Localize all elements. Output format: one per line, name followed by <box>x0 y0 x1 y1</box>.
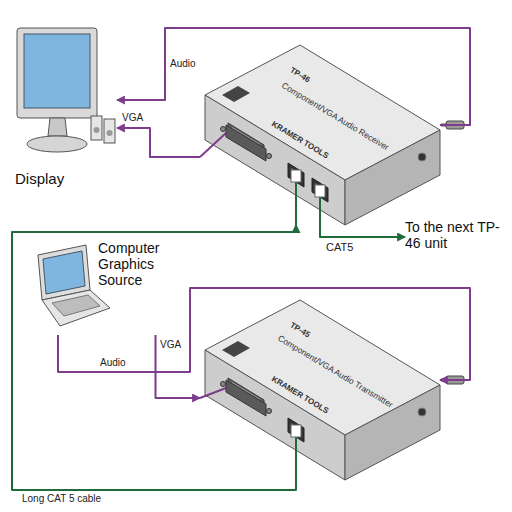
device-box: TP-45Component/VGA Audio TransmitterKRAM… <box>200 300 440 480</box>
node-shape <box>200 45 440 225</box>
audio-jack-plug <box>446 121 464 129</box>
cable-connector <box>156 335 201 398</box>
vga-port <box>228 123 264 157</box>
node-shape <box>200 300 440 480</box>
rj45-port-inner <box>291 168 301 181</box>
device-box: TP-46Component/VGA Audio ReceiverKRAMER … <box>200 45 440 225</box>
laptop-screen <box>43 251 85 294</box>
rj45-port-inner <box>291 423 301 436</box>
audio-jack-tip <box>441 124 446 127</box>
monitor-screen <box>24 34 90 108</box>
rj45-port <box>312 178 328 202</box>
rj45-port-inner <box>315 183 325 196</box>
destination-note: To the next TP-46 unit <box>405 216 505 258</box>
power-jack <box>418 408 426 416</box>
speaker <box>91 116 102 140</box>
cable-label: VGA <box>122 112 143 123</box>
cable-connector <box>117 128 200 157</box>
cable-label: VGA <box>160 339 181 350</box>
box-side-face <box>345 385 440 480</box>
rj45-port <box>288 163 304 187</box>
kramer-logo <box>222 341 250 357</box>
box-side-face <box>345 130 440 225</box>
audio-jack-plug <box>446 376 464 384</box>
audio-jack-tip <box>441 379 446 382</box>
speaker-cone <box>94 127 100 133</box>
node-label: Display <box>15 170 115 187</box>
device-illustration: Computer Graphics Source <box>28 240 178 335</box>
node-shape <box>5 20 117 195</box>
speaker-cone <box>107 130 113 136</box>
cable-label: Audio <box>170 58 196 69</box>
laptop-keyboard <box>52 295 100 316</box>
cable-label: CAT5 <box>326 241 353 253</box>
monitor-frame <box>17 28 97 118</box>
laptop-base <box>42 290 110 326</box>
vga-port-inner <box>232 382 260 408</box>
rj45-port <box>288 418 304 442</box>
node-label: Computer Graphics Source <box>98 240 178 288</box>
kramer-logo <box>222 86 250 102</box>
cable-connector <box>320 225 405 237</box>
cable-label: Audio <box>100 357 126 368</box>
cable-label: Long CAT 5 cable <box>22 493 101 504</box>
power-jack <box>418 153 426 161</box>
node-label: To the next TP-46 unit <box>405 219 505 251</box>
device-illustration: Display <box>5 20 117 195</box>
speaker <box>104 119 115 143</box>
monitor-neck <box>48 118 67 136</box>
vga-port-inner <box>232 127 260 153</box>
vga-port <box>228 378 264 412</box>
monitor-base <box>27 136 87 152</box>
connector-group <box>12 28 470 490</box>
